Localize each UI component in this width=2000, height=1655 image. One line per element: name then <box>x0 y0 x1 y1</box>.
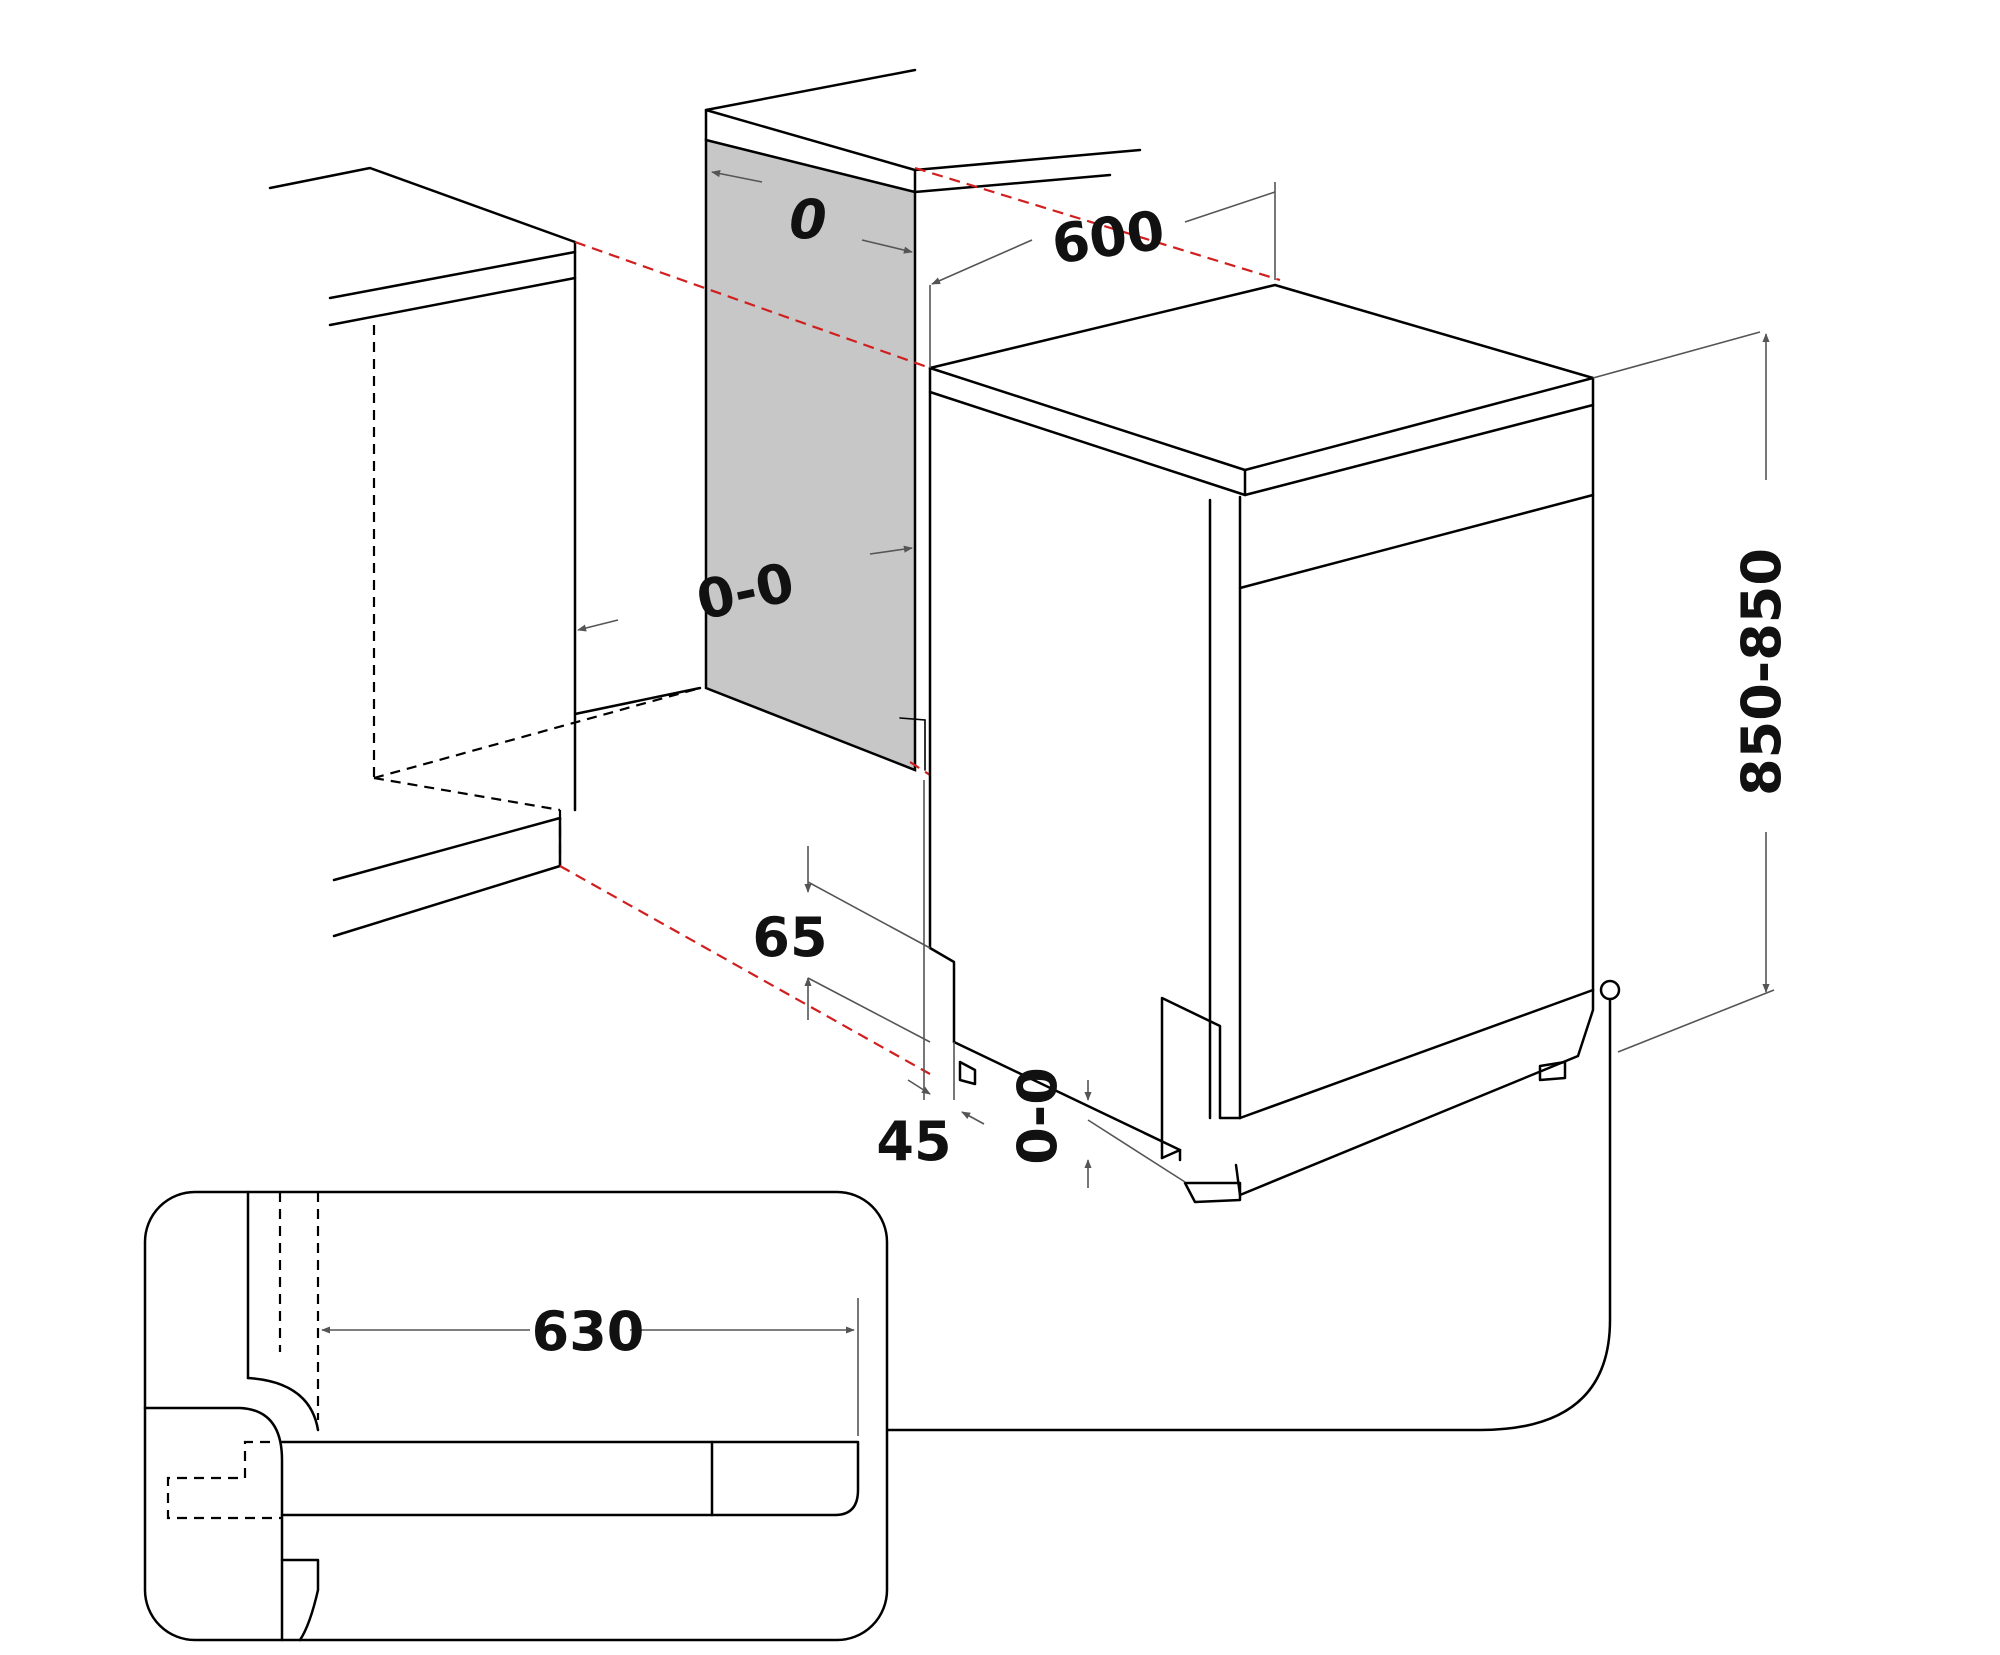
label-width: 600 <box>1048 198 1168 276</box>
guide-lines <box>559 166 1281 1075</box>
label-plinth-depth: 45 <box>876 1110 951 1173</box>
label-detail-depth: 630 <box>532 1300 645 1363</box>
label-height: 850-850 <box>1730 548 1793 796</box>
dimension-lines <box>577 170 1775 1188</box>
label-foot-adjust: 0-0 <box>1006 1067 1069 1165</box>
side-panel <box>704 68 1142 772</box>
label-plinth-height: 65 <box>752 906 827 969</box>
label-niche-depth: 0 <box>789 188 827 251</box>
left-cabinet <box>268 166 702 938</box>
dishwasher <box>886 283 1621 1432</box>
detail-inset <box>143 1190 889 1642</box>
